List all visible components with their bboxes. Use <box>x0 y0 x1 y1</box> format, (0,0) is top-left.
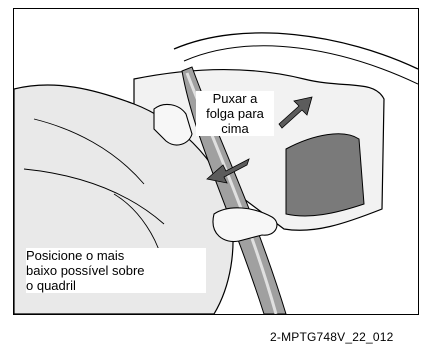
pull-up-arrow <box>278 96 313 129</box>
seat-back-outline <box>173 32 418 70</box>
pull-slack-up-line: Puxar a <box>212 91 258 106</box>
position-low-line: o quadril <box>26 278 76 293</box>
lap-fold-1 <box>33 118 145 185</box>
pull-slack-up-line: cima <box>221 121 249 136</box>
lower-hand <box>212 207 278 243</box>
figure-code: 2-MPTG748V_22_012 <box>270 330 394 344</box>
lap-fold-2 <box>23 168 165 225</box>
pull-slack-up-label: Puxar a folga para cima <box>196 91 274 136</box>
position-low-line: Posicione o mais <box>26 248 125 263</box>
upper-hand <box>153 103 193 146</box>
torso-shadow <box>285 133 365 217</box>
position-down-arrow <box>206 158 250 184</box>
illustration-frame: Puxar a folga para cima Posicione o mais… <box>13 8 419 315</box>
pull-slack-up-line: folga para <box>206 106 264 121</box>
seat-back-inner <box>183 45 418 85</box>
position-low-line: baixo possível sobre <box>26 263 145 278</box>
position-low-on-hips-label: Posicione o mais baixo possível sobre o … <box>26 248 206 293</box>
